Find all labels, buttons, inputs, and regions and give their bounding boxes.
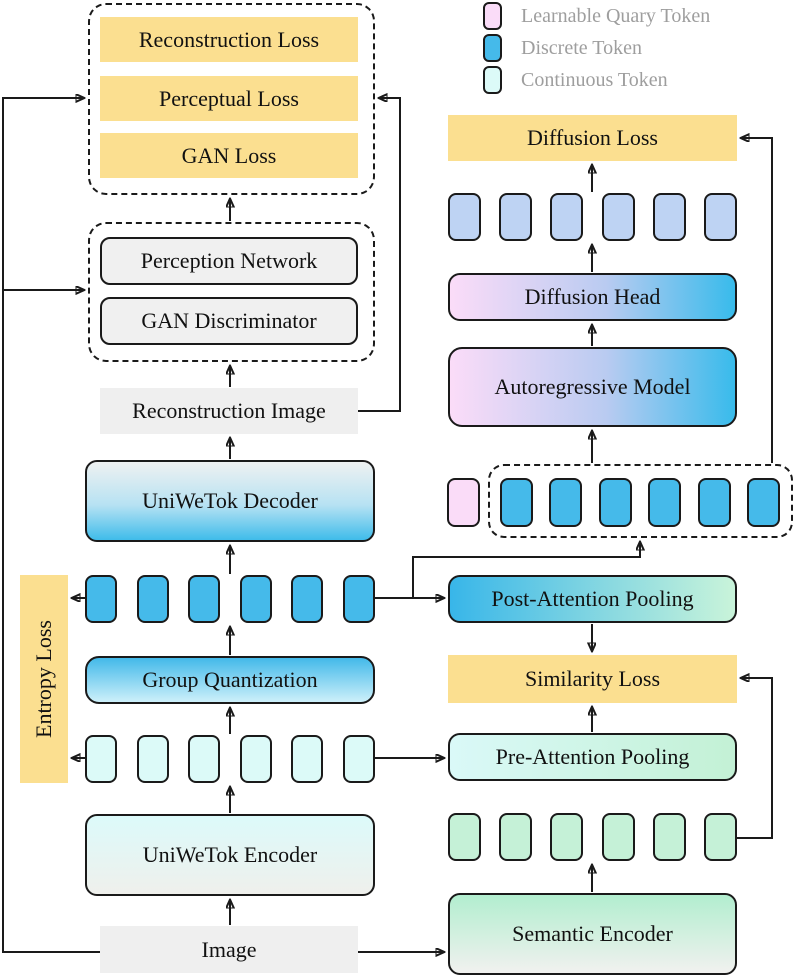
diffusion-token-icon bbox=[601, 193, 635, 241]
discrete-token-icon bbox=[239, 575, 272, 623]
reconstruction-loss-box: Reconstruction Loss bbox=[100, 17, 358, 62]
discrete-token-icon bbox=[500, 478, 533, 527]
semantic-token-icon bbox=[550, 813, 584, 861]
perception-network-box: Perception Network bbox=[100, 237, 358, 285]
discrete-token-icon bbox=[136, 575, 169, 623]
discrete-token-icon bbox=[598, 478, 632, 527]
semantic-token-icon bbox=[703, 813, 737, 861]
diffusion-head-box: Diffusion Head bbox=[448, 273, 737, 321]
diffusion-token-icon bbox=[652, 193, 686, 241]
reconstruction-image-box: Reconstruction Image bbox=[100, 388, 358, 434]
discrete-token-icon bbox=[746, 478, 780, 527]
continuous-token-icon bbox=[85, 735, 117, 783]
diffusion-token-icon bbox=[448, 193, 481, 241]
discrete-token-icon bbox=[648, 478, 682, 527]
continuous-token-icon bbox=[239, 735, 272, 783]
uniwetok-encoder-box: UniWeTok Encoder bbox=[85, 814, 375, 896]
continuous-token-icon bbox=[291, 735, 324, 783]
post-attention-pooling-box: Post-Attention Pooling bbox=[448, 575, 737, 623]
diffusion-token-icon bbox=[550, 193, 584, 241]
semantic-token-icon bbox=[448, 813, 481, 861]
discrete-token-icon bbox=[697, 478, 731, 527]
image-box: Image bbox=[100, 926, 358, 973]
perceptual-loss-box: Perceptual Loss bbox=[100, 76, 358, 121]
discrete-token-row bbox=[85, 575, 375, 623]
entropy-loss-box: Entropy Loss bbox=[20, 575, 68, 783]
legend-label: Learnable Quary Token bbox=[521, 4, 711, 27]
semantic-token-icon bbox=[652, 813, 686, 861]
autoregressive-model-box: Autoregressive Model bbox=[448, 347, 737, 427]
gan-loss-box: GAN Loss bbox=[100, 133, 358, 178]
semantic-token-icon bbox=[601, 813, 635, 861]
learnable-query-token-icon bbox=[483, 2, 502, 30]
diffusion-token-icon bbox=[703, 193, 737, 241]
continuous-token-row bbox=[85, 735, 375, 783]
semantic-token-row bbox=[448, 813, 737, 861]
group-quantization-box: Group Quantization bbox=[85, 656, 375, 704]
discrete-token-icon bbox=[342, 575, 375, 623]
semantic-encoder-box: Semantic Encoder bbox=[448, 893, 737, 975]
discrete-token-icon bbox=[549, 478, 583, 527]
legend-row: Continuous Token bbox=[483, 66, 710, 94]
legend-row: Learnable Quary Token bbox=[483, 2, 710, 30]
similarity-loss-box: Similarity Loss bbox=[448, 655, 737, 703]
uniwetok-decoder-box: UniWeTok Decoder bbox=[85, 460, 375, 542]
continuous-token-icon bbox=[188, 735, 221, 783]
diffusion-token-icon bbox=[499, 193, 533, 241]
diffusion-loss-box: Diffusion Loss bbox=[448, 115, 737, 161]
continuous-token-icon bbox=[483, 66, 502, 94]
legend-label: Discrete Token bbox=[521, 36, 642, 59]
continuous-token-icon bbox=[342, 735, 375, 783]
flow-arrow-arcontext-to-diffusionloss bbox=[741, 138, 773, 463]
learnable-query-token bbox=[447, 478, 480, 527]
discrete-token-icon bbox=[291, 575, 324, 623]
legend: Learnable Quary Token Discrete Token Con… bbox=[483, 2, 710, 98]
learnable-query-token-icon bbox=[447, 478, 480, 527]
ar-context-token-row bbox=[500, 478, 780, 527]
gan-discriminator-box: GAN Discriminator bbox=[100, 297, 358, 345]
legend-row: Discrete Token bbox=[483, 34, 710, 62]
flow-arrow-semantictokens-to-similarity bbox=[737, 678, 773, 839]
semantic-token-icon bbox=[499, 813, 533, 861]
discrete-token-icon bbox=[188, 575, 221, 623]
ar-context-group bbox=[488, 464, 793, 538]
pre-attention-pooling-box: Pre-Attention Pooling bbox=[448, 733, 737, 781]
diffusion-token-row bbox=[448, 193, 737, 241]
legend-label: Continuous Token bbox=[521, 68, 668, 91]
discrete-token-icon bbox=[85, 575, 117, 623]
continuous-token-icon bbox=[136, 735, 169, 783]
discrete-token-icon bbox=[483, 34, 502, 62]
